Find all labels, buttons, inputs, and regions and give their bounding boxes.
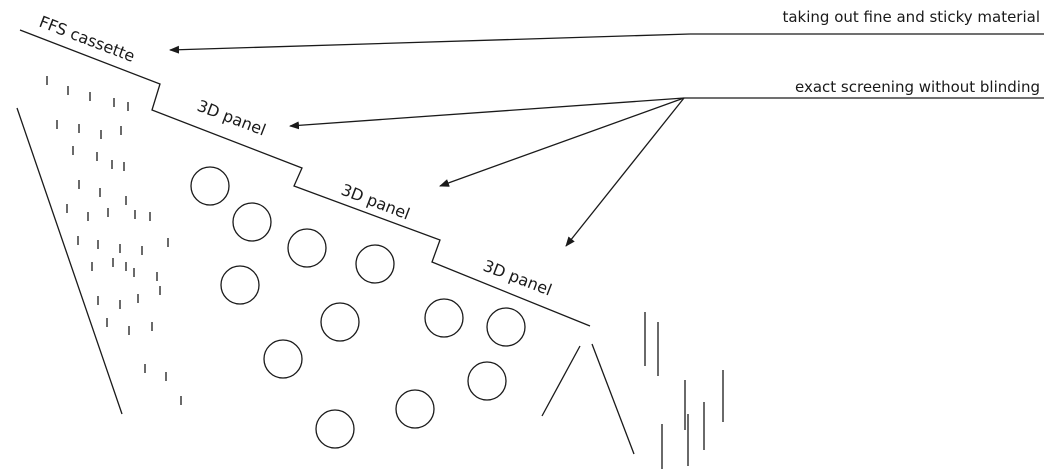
label-3d-panel-3: 3D panel <box>481 256 555 300</box>
coarse-particle <box>355 244 395 284</box>
arrow-to-panel-2 <box>439 97 685 187</box>
coarse-particles-group <box>190 166 526 449</box>
fine-particles-group <box>46 76 182 405</box>
side-wall-left <box>16 107 123 415</box>
arrow-to-cassette <box>169 33 691 54</box>
callout-top-text: taking out fine and sticky material <box>782 8 1040 26</box>
label-3d-panel-1: 3D panel <box>195 96 269 140</box>
label-3d-panel-2: 3D panel <box>339 180 413 224</box>
coarse-particle <box>424 298 464 338</box>
discharge-line-right <box>591 343 635 455</box>
coarse-particle <box>486 307 526 347</box>
coarse-particle <box>287 228 327 268</box>
label-ffs-cassette: FFS cassette <box>37 12 138 66</box>
coarse-particle <box>320 302 360 342</box>
coarse-particle <box>232 202 272 242</box>
falling-streaks-group <box>644 312 724 469</box>
arrow-to-panel-3 <box>565 97 685 247</box>
coarse-particle <box>220 265 260 305</box>
arrow-to-panel-1 <box>289 97 685 130</box>
coarse-particle <box>395 389 435 429</box>
coarse-particle <box>315 409 355 449</box>
screen-deck-outline <box>19 29 591 327</box>
coarse-particle <box>263 339 303 379</box>
discharge-line-left <box>541 345 581 417</box>
coarse-particle <box>190 166 230 206</box>
callout-middle-text: exact screening without blinding <box>795 78 1040 96</box>
coarse-particle <box>467 361 507 401</box>
